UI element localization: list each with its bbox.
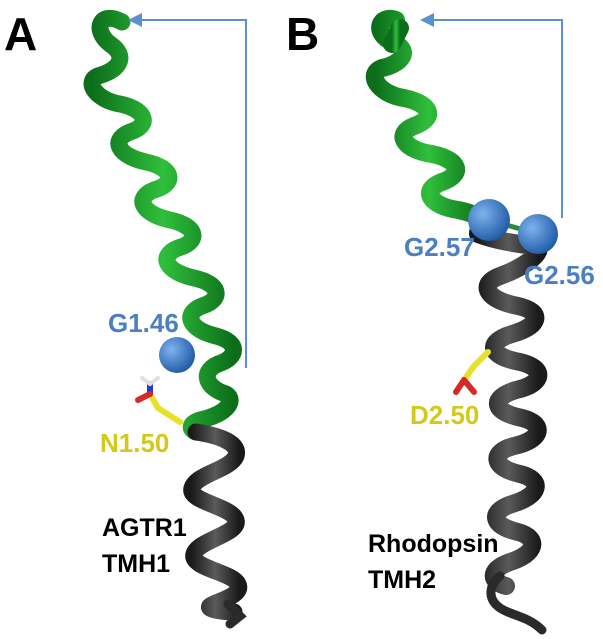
helix-b-tail xyxy=(486,571,547,635)
protein-label-a: AGTR1 xyxy=(102,514,187,542)
panel-letter-b: B xyxy=(286,8,319,60)
helix-a-upper xyxy=(83,9,242,441)
glycine-sphere-g256 xyxy=(518,214,558,254)
protein-label-b: Rhodopsin xyxy=(368,530,499,558)
polar-label-d250: D2.50 xyxy=(410,400,479,430)
arrow-a xyxy=(128,13,247,368)
panel-b: B G2.57 G2.56 D2.50 Rhodopsin TM xyxy=(286,8,595,635)
helix-b-lower xyxy=(469,225,548,595)
glycine-label-g257: G2.57 xyxy=(404,232,475,262)
glycine-sphere-g257 xyxy=(468,199,510,241)
helix-label-b: TMH2 xyxy=(368,566,436,594)
helix-b-upper xyxy=(365,9,492,241)
helix-label-a: TMH1 xyxy=(102,550,170,578)
glycine-sphere-a xyxy=(159,337,195,373)
panel-a: A G1.46 N1.50 AGTR1 TMH1 xyxy=(4,8,248,629)
polar-label-n150: N1.50 xyxy=(100,428,169,458)
helix-a-tail xyxy=(223,599,247,629)
side-chain-d250 xyxy=(453,349,491,395)
side-chain-n150 xyxy=(135,376,183,425)
arrow-b xyxy=(420,13,563,218)
glycine-label-g146: G1.46 xyxy=(108,308,179,338)
helix-a-lower xyxy=(183,423,248,621)
panel-letter-a: A xyxy=(4,8,37,60)
glycine-label-g256: G2.56 xyxy=(524,260,595,290)
